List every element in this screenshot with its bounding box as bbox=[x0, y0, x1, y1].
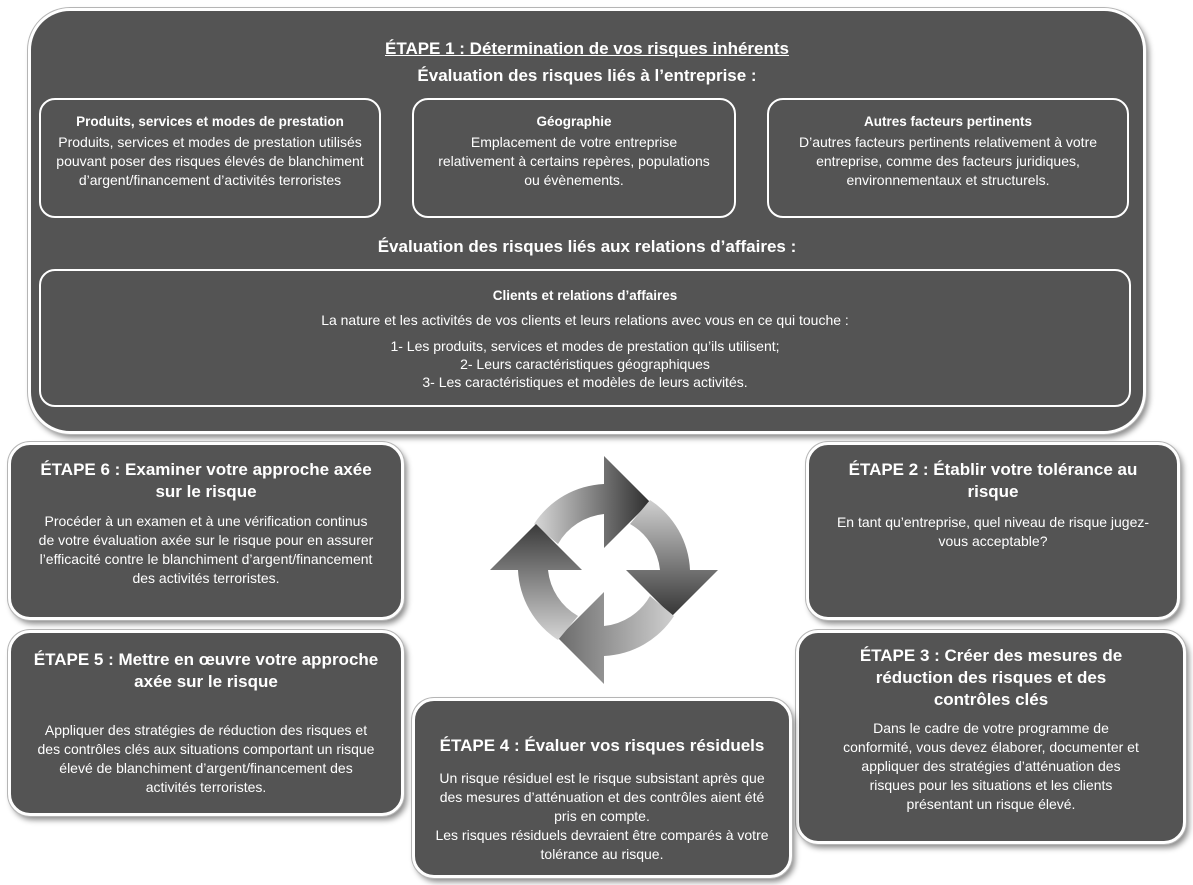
circular-arrows-icon bbox=[490, 456, 718, 684]
card-products: Produits, services et modes de prestatio… bbox=[39, 98, 381, 218]
cycle-arrow-bottom bbox=[558, 592, 674, 684]
step2-title: ÉTAPE 2 : Établir votre tolérance au ris… bbox=[848, 460, 1138, 501]
cycle-arrow-right bbox=[626, 500, 718, 616]
step1-panel: ÉTAPE 1 : Détermination de vos risques i… bbox=[28, 8, 1146, 434]
card-geography-title: Géographie bbox=[536, 114, 612, 129]
step4-text-2: Les risques résiduels devraient être com… bbox=[435, 827, 769, 862]
relations-risk-heading: Évaluation des risques liés aux relation… bbox=[377, 237, 797, 256]
card-products-text: Produits, services et modes de prestatio… bbox=[56, 134, 364, 188]
card-products-title: Produits, services et modes de prestatio… bbox=[76, 114, 344, 129]
step6-text: Procéder à un examen et à une vérificati… bbox=[38, 513, 374, 586]
step4-box: ÉTAPE 4 : Évaluer vos risques résiduels … bbox=[412, 698, 792, 878]
card-clients-title: Clients et relations d’affaires bbox=[492, 288, 678, 303]
card-geography: Géographie Emplacement de votre entrepri… bbox=[412, 98, 736, 218]
cycle-arrow-top bbox=[534, 456, 650, 548]
step4-title: ÉTAPE 4 : Évaluer vos risques résiduels bbox=[439, 736, 765, 755]
step5-text: Appliquer des stratégies de réduction de… bbox=[37, 722, 375, 795]
clients-item-1: 1- Les produits, services et modes de pr… bbox=[390, 338, 780, 354]
card-other-factors-title: Autres facteurs pertinents bbox=[863, 114, 1033, 129]
card-geography-text: Emplacement de votre entreprise relative… bbox=[438, 134, 710, 188]
step4-text-1: Un risque résiduel est le risque subsist… bbox=[439, 770, 765, 824]
card-other-factors: Autres facteurs pertinents D’autres fact… bbox=[767, 98, 1129, 218]
step5-box: ÉTAPE 5 : Mettre en œuvre votre approche… bbox=[8, 630, 404, 816]
card-clients: Clients et relations d’affaires La natur… bbox=[39, 269, 1131, 407]
business-risk-heading: Évaluation des risques liés à l’entrepri… bbox=[417, 66, 757, 85]
step6-title: ÉTAPE 6 : Examiner votre approche axée s… bbox=[40, 460, 372, 501]
step3-title: ÉTAPE 3 : Créer des mesures de réduction… bbox=[859, 646, 1123, 709]
step1-title: ÉTAPE 1 : Détermination de vos risques i… bbox=[384, 39, 789, 58]
step2-box: ÉTAPE 2 : Établir votre tolérance au ris… bbox=[806, 442, 1180, 620]
step3-box: ÉTAPE 3 : Créer des mesures de réduction… bbox=[796, 630, 1186, 844]
card-other-factors-text: D’autres facteurs pertinents relativemen… bbox=[798, 134, 1098, 188]
cycle-arrow-left bbox=[490, 524, 582, 640]
clients-item-3: 3- Les caractéristiques et modèles de le… bbox=[422, 374, 748, 390]
card-clients-intro: La nature et les activités de vos client… bbox=[321, 312, 849, 328]
clients-item-2: 2- Leurs caractéristiques géographiques bbox=[460, 356, 710, 372]
step5-title: ÉTAPE 5 : Mettre en œuvre votre approche… bbox=[33, 650, 379, 691]
step3-text: Dans le cadre de votre programme de conf… bbox=[843, 720, 1139, 812]
step2-text: En tant qu’entreprise, quel niveau de ri… bbox=[836, 514, 1150, 549]
step6-box: ÉTAPE 6 : Examiner votre approche axée s… bbox=[8, 442, 404, 620]
